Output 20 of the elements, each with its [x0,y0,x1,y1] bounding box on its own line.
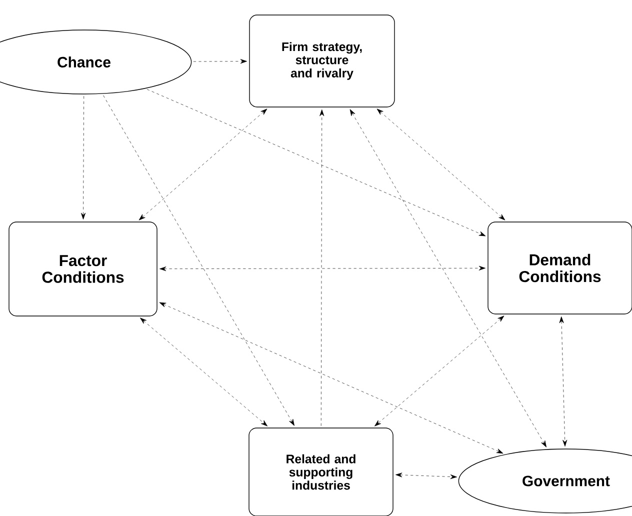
arrow [160,266,486,272]
arrow [193,59,248,64]
arrow [140,318,268,426]
arrow [396,472,457,480]
arrow [81,96,86,220]
arrow [376,108,506,220]
oval-label: Chance [0,30,192,94]
rounded-box: Related and supporting industries [248,428,394,516]
arrow [146,89,486,236]
arrow [320,110,324,426]
arrow [138,108,268,220]
arrow [374,316,504,426]
oval-label: Government [458,448,632,514]
rounded-box: Factor Conditions [8,222,158,316]
arrow [559,316,568,446]
arrow [159,302,504,454]
arrow [103,95,294,426]
arrow [350,109,546,448]
rounded-box: Firm strategy, structure and rivalry [249,14,395,108]
rounded-box: Demand Conditions [488,222,632,314]
